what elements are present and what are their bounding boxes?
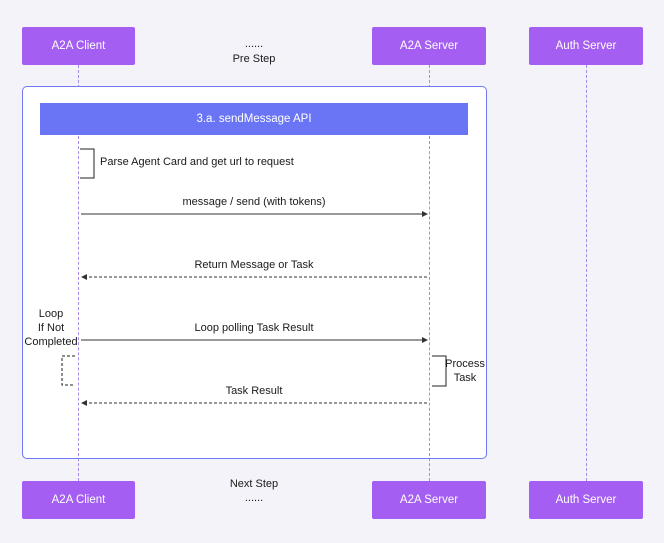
return-label: Return Message or Task: [194, 259, 314, 271]
result-label: Task Result: [225, 385, 283, 397]
next-step-dots: ......: [244, 492, 264, 504]
participant-auth-top: Auth Server: [529, 27, 643, 65]
self-note-label: Parse Agent Card and get url to request: [100, 156, 294, 168]
participant-client-bottom: A2A Client: [22, 481, 135, 519]
self-call-bracket: [80, 148, 95, 179]
process-note: Process Task: [444, 357, 486, 385]
participant-client-top: A2A Client: [22, 27, 135, 65]
lifeline-server-inner: [429, 136, 430, 456]
loop-note-line-2: If Not: [37, 322, 65, 334]
lifeline-client-inner: [78, 136, 79, 456]
loop-note-line-3: Completed: [24, 336, 78, 348]
participant-server-bottom: A2A Server: [372, 481, 486, 519]
api-title-bar: 3.a. sendMessage API: [40, 103, 468, 135]
process-note-line-2: Task: [453, 372, 477, 384]
participant-auth-bottom: Auth Server: [529, 481, 643, 519]
loop-note: Loop If Not Completed: [20, 307, 82, 349]
pre-step-label: Pre Step: [232, 53, 276, 65]
process-note-line-1: Process: [445, 358, 485, 370]
loop-note-line-1: Loop: [38, 308, 64, 320]
pre-step-dots: ......: [244, 38, 264, 50]
interaction-frame: [22, 86, 487, 459]
poll-label: Loop polling Task Result: [194, 322, 314, 334]
participant-server-top: A2A Server: [372, 27, 486, 65]
lifeline-auth: [586, 65, 587, 481]
process-bracket: [432, 355, 447, 387]
next-step-label: Next Step: [229, 478, 279, 490]
loop-bracket: [61, 355, 75, 386]
send-label: message / send (with tokens): [182, 196, 326, 208]
